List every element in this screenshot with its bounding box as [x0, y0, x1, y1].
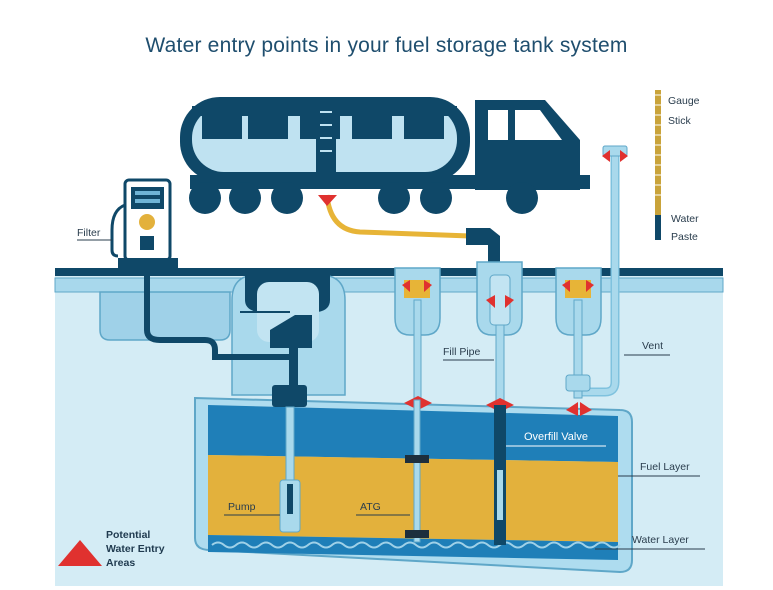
- filter-sump: [99, 291, 231, 341]
- riser-left: [394, 267, 441, 401]
- label-water-paste-1: Water: [671, 213, 699, 225]
- fuel-layer: [208, 455, 618, 542]
- label-fuel-layer: Fuel Layer: [640, 461, 690, 473]
- pump-body-top: [272, 385, 307, 407]
- label-gauge-2: Stick: [668, 115, 692, 127]
- label-vent: Vent: [642, 340, 663, 352]
- legend-warning-icon: [58, 540, 80, 566]
- legend: Potential Water Entry Areas: [58, 529, 165, 569]
- label-atg: ATG: [360, 501, 381, 513]
- tank-truck: [180, 97, 590, 214]
- fuel-dispenser: [110, 178, 178, 268]
- pump-column: [289, 348, 298, 393]
- surface-pipe-band: [54, 277, 724, 293]
- warning-truck-outlet: [318, 195, 337, 206]
- label-pump: Pump: [228, 501, 256, 513]
- dispenser-pipe: [144, 268, 290, 360]
- water-ripples: [211, 541, 621, 549]
- tank-vapor: [208, 405, 618, 462]
- riser-right: [555, 267, 602, 399]
- warning-vent-entry: [566, 402, 578, 416]
- label-fill-pipe: Fill Pipe: [443, 346, 481, 358]
- pump-shaft: [285, 406, 295, 483]
- diagram-title: Water entry points in your fuel storage …: [145, 34, 628, 57]
- warning-vent-cap: [602, 150, 610, 162]
- water-layer: [208, 535, 618, 560]
- label-water-paste-2: Paste: [671, 231, 698, 243]
- label-water-layer: Water Layer: [632, 534, 689, 546]
- legend-line-3: Areas: [106, 557, 135, 569]
- atg-float-upper: [405, 455, 429, 463]
- hose-coupler: [466, 228, 500, 262]
- legend-line-1: Potential: [106, 529, 150, 541]
- pump-head: [270, 315, 312, 348]
- water-paste-band: [655, 215, 661, 240]
- label-gauge-1: Gauge: [668, 95, 700, 107]
- surface-slab: [55, 268, 723, 276]
- label-filter: Filter: [77, 227, 101, 239]
- atg-float-lower: [405, 530, 429, 538]
- legend-line-2: Water Entry: [106, 543, 165, 555]
- atg-probe: [413, 399, 421, 543]
- label-overfill-valve: Overfill Valve: [524, 431, 588, 443]
- riser-center: [476, 261, 523, 406]
